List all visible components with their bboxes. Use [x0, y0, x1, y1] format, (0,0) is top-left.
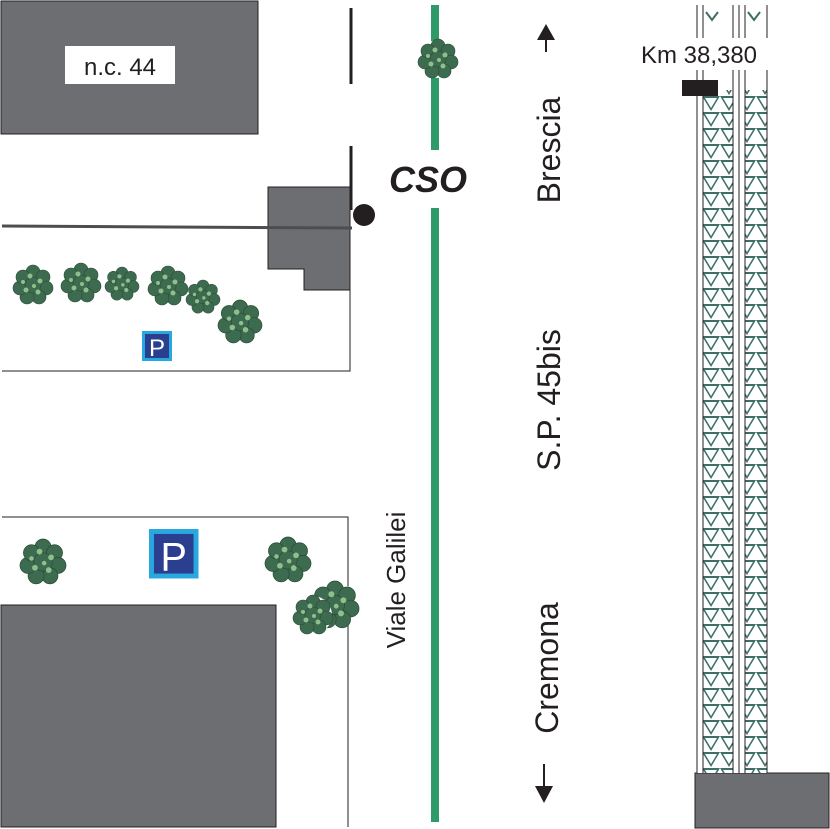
tree-icon [19, 538, 67, 585]
tree-icon [12, 264, 54, 305]
tree-icon [417, 38, 459, 79]
building-south [0, 604, 277, 828]
direction-north: Brescia [531, 96, 567, 203]
svg-text:P: P [149, 335, 165, 362]
km-label-box [624, 38, 774, 70]
pipeline [1, 224, 353, 230]
direction-south: Cremona [529, 602, 565, 734]
building-station [267, 186, 351, 291]
tree-icon [185, 279, 221, 314]
building-bottom-right [694, 772, 830, 829]
lot-south-outline [2, 516, 349, 827]
km-marker-post [682, 80, 718, 96]
tree-icon [104, 266, 140, 301]
road-name-main: S.P. 45bis [531, 329, 567, 471]
parking-icon: P [142, 331, 172, 362]
lot-north-outline [2, 146, 351, 372]
arrow-up-icon [537, 24, 555, 52]
station-label: CSO [389, 159, 467, 200]
building-label: n.c. 44 [84, 54, 156, 81]
building-label-box [65, 46, 175, 84]
svg-text:P: P [161, 535, 187, 579]
road-name-local: Viale Galilei [381, 512, 411, 649]
tree-icon [217, 299, 263, 344]
tree-icon [264, 536, 312, 583]
tree-icon [60, 262, 102, 303]
station-point-icon [353, 204, 375, 226]
tree-icon [147, 265, 189, 306]
km-marker-label: Km 38,380 [641, 42, 757, 69]
parking-icon: P [149, 529, 199, 579]
railway-strip [696, 5, 768, 773]
arrow-down-icon [535, 764, 553, 803]
